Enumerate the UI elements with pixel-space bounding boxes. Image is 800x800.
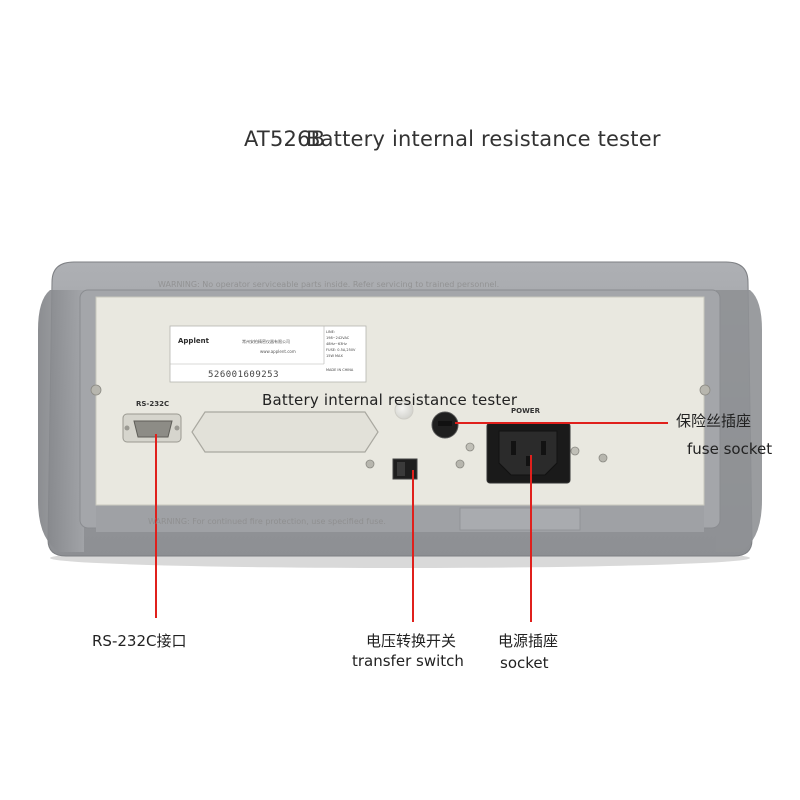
overlay-caption: Battery internal resistance tester (262, 391, 518, 409)
fuse-holder (431, 411, 459, 439)
transfer-switch-label-cn: 电压转换开关 (366, 632, 457, 650)
serial-number: 526001609253 (208, 370, 280, 380)
blank-cover-plate (191, 411, 379, 453)
fuse-socket-label-cn: 保险丝插座 (676, 412, 752, 430)
chassis-bottom-strip (96, 506, 704, 532)
rs232-connector (122, 413, 182, 443)
fuse-socket-label-en: fuse socket (687, 440, 773, 458)
spec-line: LINE: (326, 330, 335, 334)
brand-logo-text: Applent (178, 337, 209, 345)
panel-warning-top: WARNING: No operator serviceable parts i… (158, 280, 500, 289)
panel-hole (394, 400, 414, 420)
rs232-interface-label: RS-232C接口 (92, 632, 187, 650)
power-socket-label-en: socket (500, 654, 549, 672)
right-handle (716, 290, 762, 552)
transfer-switch-label-en: transfer switch (352, 652, 464, 670)
power-inlet-socket (486, 422, 571, 484)
power-panel-label: POWER (511, 407, 540, 415)
rs232-panel-label: RS-232C (136, 400, 170, 408)
spec-line: 15W MAX (326, 354, 343, 358)
voltage-transfer-switch (392, 458, 418, 480)
spec-line: 198~242VAC (326, 336, 350, 340)
product-model-title: AT526B (244, 127, 326, 151)
power-socket-screws (465, 442, 580, 456)
company-website: www.applent.com (260, 349, 296, 354)
panel-screws (90, 384, 711, 469)
bottom-feet-cover (459, 507, 581, 531)
company-name: 常州安柏精密仪器有限公司 (242, 339, 290, 344)
product-description-title: Battery internal resistance tester (306, 127, 661, 151)
spec-line: MADE IN CHINA (326, 368, 354, 372)
spec-line: FUSE: 0.5A,250V (326, 348, 356, 352)
power-socket-label-cn: 电源插座 (498, 632, 559, 650)
panel-warning-bottom: WARNING: For continued fire protection, … (148, 517, 386, 526)
spec-line: 48Hz~63Hz (326, 342, 347, 346)
callout-leader-lines (155, 422, 668, 622)
product-label-sticker (169, 325, 367, 383)
left-handle (38, 290, 84, 552)
